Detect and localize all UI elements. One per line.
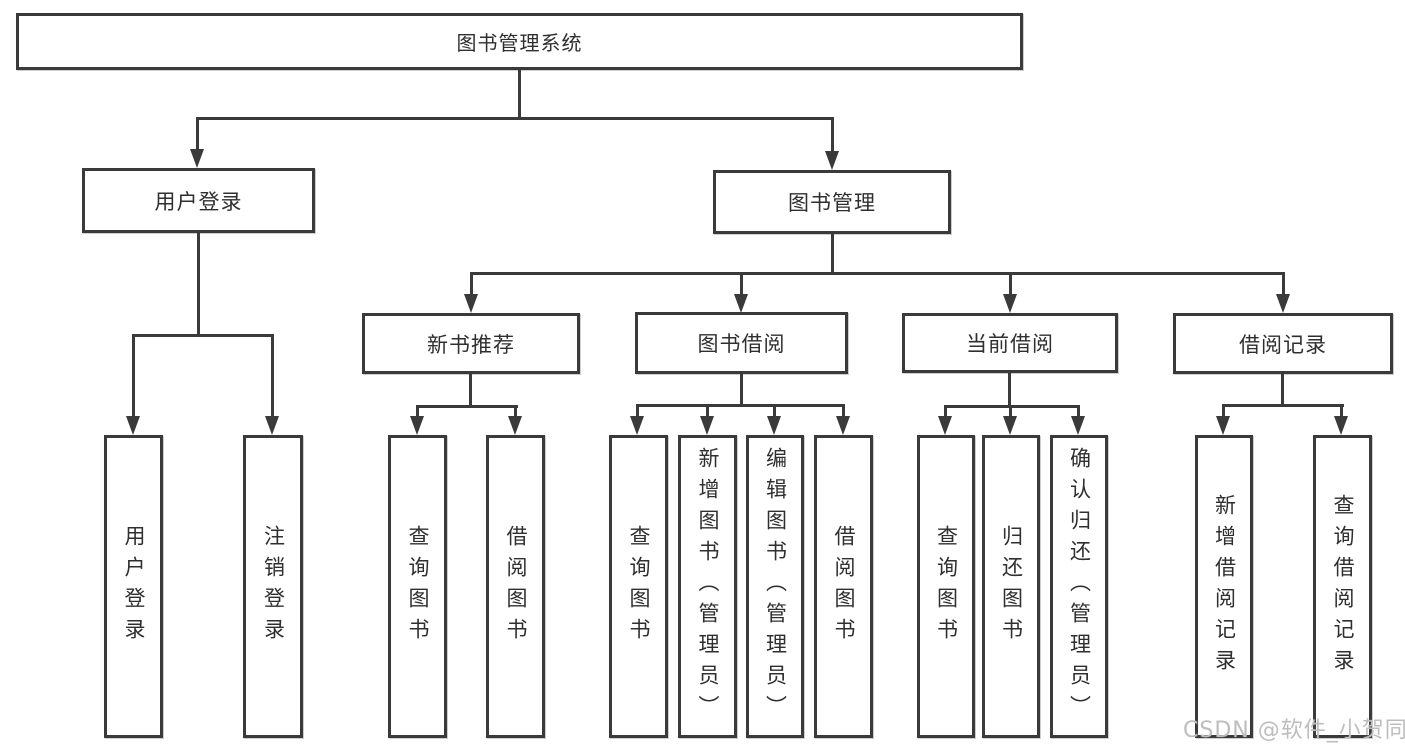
connector-line <box>196 117 199 153</box>
connector-line <box>416 405 518 408</box>
node-label: 图书管理 <box>788 191 876 215</box>
node-leaf-bb-query-books: 查询图书 <box>609 435 668 738</box>
node-label: 图书管理系统 <box>456 31 583 55</box>
connector-line <box>1222 404 1225 420</box>
connector-line <box>740 374 743 407</box>
arrow-down-icon <box>630 416 644 435</box>
connector-line <box>740 272 743 298</box>
node-label: 借阅图书 <box>504 524 528 649</box>
node-label: 用户登录 <box>122 524 146 649</box>
connector-line <box>1009 405 1012 420</box>
node-label: 归还图书 <box>999 524 1024 649</box>
arrow-down-icon <box>126 416 140 435</box>
node-label: 图书借阅 <box>697 332 786 356</box>
arrow-down-icon <box>938 416 952 435</box>
node-library-management-system: 图书管理系统 <box>16 13 1023 70</box>
arrow-down-icon <box>464 294 478 313</box>
connector-line <box>944 405 1080 408</box>
connector-line <box>773 404 776 420</box>
arrow-down-icon <box>767 416 781 435</box>
connector-line <box>416 405 419 420</box>
arrow-down-icon <box>1334 416 1348 435</box>
node-leaf-bb-add-books-admin: 新增图书（管理员） <box>678 435 737 738</box>
connector-line <box>944 405 947 420</box>
arrow-down-icon <box>190 149 204 168</box>
node-leaf-nbr-borrow-books: 借阅图书 <box>486 435 545 738</box>
arrow-down-icon <box>508 416 522 435</box>
node-leaf-bb-edit-books-admin: 编辑图书（管理员） <box>746 435 804 738</box>
connector-line <box>470 272 1284 275</box>
node-book-borrowing: 图书借阅 <box>635 312 848 374</box>
node-label: 查询图书 <box>934 524 959 649</box>
connector-line <box>1340 404 1343 420</box>
connector-line <box>842 404 845 420</box>
connector-line <box>132 334 274 337</box>
connector-line <box>469 374 472 408</box>
node-label: 新增图书（管理员） <box>696 447 720 726</box>
node-borrowing-records: 借阅记录 <box>1173 313 1393 374</box>
arrow-down-icon <box>825 151 839 170</box>
node-label: 借阅图书 <box>832 524 856 649</box>
csdn-watermark: CSDN @软件_小贺同学 <box>1183 718 1405 743</box>
node-label: 新书推荐 <box>427 332 515 357</box>
node-leaf-logout: 注销登录 <box>243 435 303 738</box>
node-user-login: 用户登录 <box>82 168 315 233</box>
connector-line <box>197 233 200 337</box>
node-label: 注销登录 <box>261 524 286 649</box>
connector-line <box>1282 272 1285 298</box>
connector-line <box>706 404 709 420</box>
arrow-down-icon <box>265 416 279 435</box>
node-label: 查询图书 <box>406 524 430 649</box>
connector-line <box>636 404 845 407</box>
node-label: 新增借阅记录 <box>1212 493 1237 680</box>
node-label: 查询图书 <box>627 524 651 649</box>
arrow-down-icon <box>1276 294 1290 313</box>
connector-line <box>1222 404 1344 407</box>
node-leaf-nbr-query-books: 查询图书 <box>388 435 447 738</box>
connector-line <box>470 272 473 298</box>
connector-line <box>518 70 521 118</box>
connector-line <box>831 117 834 153</box>
arrow-down-icon <box>836 416 850 435</box>
connector-line <box>1008 373 1011 408</box>
connector-line <box>831 234 834 275</box>
connector-line <box>1281 374 1284 407</box>
node-leaf-cb-query-books: 查询图书 <box>917 435 975 738</box>
connector-line <box>196 117 834 120</box>
node-leaf-cb-confirm-return-admin: 确认归还（管理员） <box>1050 435 1108 738</box>
arrow-down-icon <box>700 416 714 435</box>
node-leaf-user-login: 用户登录 <box>104 435 163 738</box>
node-leaf-br-add-record: 新增借阅记录 <box>1195 435 1253 738</box>
arrow-down-icon <box>1216 416 1230 435</box>
connector-line <box>271 334 274 418</box>
node-label: 确认归还（管理员） <box>1067 447 1092 726</box>
node-label: 当前借阅 <box>966 332 1054 356</box>
arrow-down-icon <box>410 416 424 435</box>
node-leaf-bb-borrow-books: 借阅图书 <box>814 435 873 738</box>
connector-line <box>1009 272 1012 298</box>
node-label: 编辑图书（管理员） <box>763 447 788 726</box>
connector-line <box>514 405 517 420</box>
arrow-down-icon <box>1071 416 1085 435</box>
node-label: 用户登录 <box>154 189 243 214</box>
node-new-book-recommend: 新书推荐 <box>362 313 580 374</box>
connector-line <box>636 404 639 420</box>
connector-line <box>1077 405 1080 420</box>
node-leaf-cb-return-books: 归还图书 <box>982 435 1040 738</box>
node-current-borrowing: 当前借阅 <box>902 313 1118 373</box>
node-book-management: 图书管理 <box>713 170 951 234</box>
node-leaf-br-query-record: 查询借阅记录 <box>1313 435 1372 738</box>
arrow-down-icon <box>1003 416 1017 435</box>
arrow-down-icon <box>1003 294 1017 313</box>
node-label: 查询借阅记录 <box>1331 493 1355 680</box>
connector-line <box>132 334 135 418</box>
arrow-down-icon <box>734 294 748 313</box>
node-label: 借阅记录 <box>1239 332 1327 357</box>
